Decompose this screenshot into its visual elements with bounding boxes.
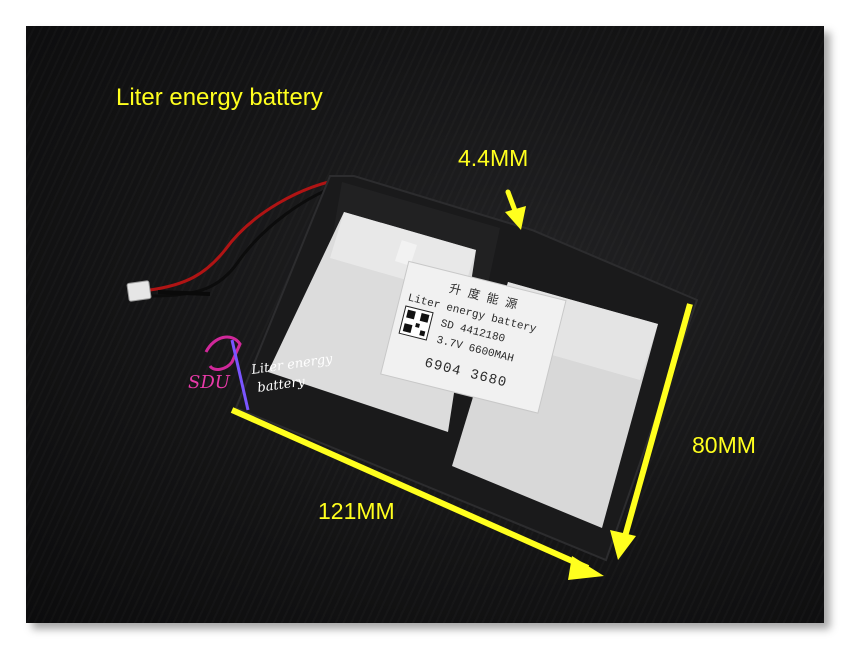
height-arrow: [610, 303, 693, 560]
qr-module: [415, 322, 420, 328]
red-wire: [149, 176, 349, 292]
brand-caption: Liter energy battery: [116, 84, 323, 111]
logo-stroke: [230, 339, 250, 411]
logo-text-line2: battery: [256, 374, 306, 396]
qr-finder-3: [402, 323, 413, 333]
width-arrow: [230, 407, 604, 580]
qr-code: [398, 305, 434, 341]
thickness-arrow: [505, 189, 526, 230]
label-background: [380, 260, 567, 414]
width-caption: 121MM: [318, 498, 395, 524]
height-caption: 80MM: [692, 432, 756, 458]
handwritten-sticker: [394, 240, 418, 266]
wire-lead: [157, 290, 211, 296]
thickness-caption: 4.4MM: [458, 145, 529, 171]
connector-plug: [126, 280, 152, 302]
battery-label: 升 度 能 源 Liter energy battery SD 4412180 …: [380, 260, 567, 414]
qr-finder-2: [419, 313, 430, 323]
qr-finder-1: [406, 309, 416, 320]
qr-module: [419, 330, 426, 337]
logo-letters: SDU: [188, 372, 231, 393]
